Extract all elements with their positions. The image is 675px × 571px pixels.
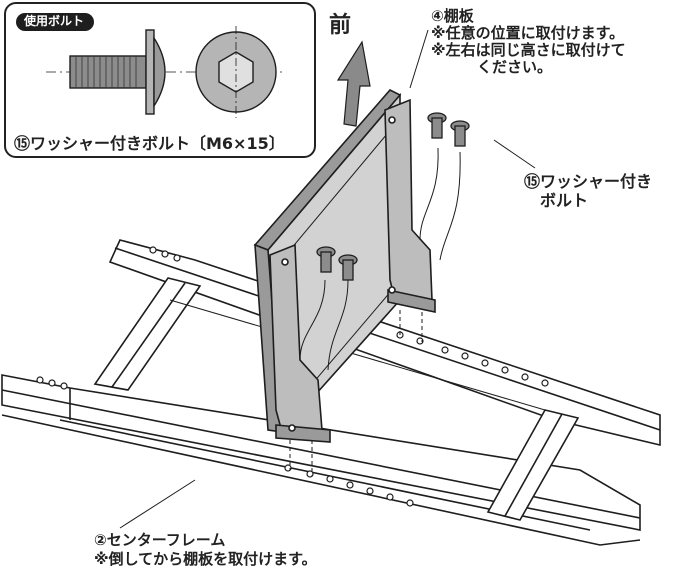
bolt-label-line2: ボルト: [540, 191, 589, 210]
bolt-icon: [338, 254, 358, 281]
ladder-frame: [1, 239, 661, 546]
shelf-label: ④棚板 ※任意の位置に取付けます。 ※左右は同じ高さに取付けて ください。: [431, 8, 626, 76]
bolt-icon: [450, 120, 470, 147]
bolt-caption: ⑮ワッシャー付きボルト〔M6×15〕: [14, 134, 285, 153]
bolt-icons: [316, 112, 470, 281]
shelf-title: ④棚板: [431, 7, 474, 25]
frame-front-edge: [1, 414, 641, 546]
bolt-detail-inset: 使用ボルト ⑮ワッシャー付きボルト〔M6×15〕: [4, 2, 316, 158]
front-direction-label: 前: [329, 13, 352, 38]
bolt-label-line1: ⑮ワッシャー付き: [524, 172, 653, 191]
bolt-icon: [427, 112, 447, 139]
center-frame-label: ②センターフレーム ※倒してから棚板を取付けます。: [94, 531, 317, 568]
alignment-lines: [289, 310, 423, 476]
center-frame-note: ※倒してから棚板を取付けます。: [94, 550, 317, 568]
cross-member-left: [93, 277, 202, 391]
bracket-front: [269, 243, 331, 443]
bolt-icon: [316, 246, 336, 273]
back-rail: [108, 239, 661, 447]
shelf-note-1: ※任意の位置に取付けます。: [431, 24, 625, 42]
shelf-note-2b: ください。: [477, 58, 553, 76]
shelf-note-2a: ※左右は同じ高さに取付けて: [431, 41, 626, 59]
bolt-tag-label: 使用ボルト: [16, 13, 95, 31]
bolt-guide-lines: [299, 147, 461, 371]
center-frame-title: ②センターフレーム: [94, 531, 226, 549]
rail-holes: [36, 246, 549, 507]
leader-lines: [119, 29, 536, 529]
bolt-detail-icon: [46, 26, 286, 118]
bolt-label: ⑮ワッシャー付き ボルト: [524, 172, 652, 210]
front-arrow-icon: [336, 40, 371, 127]
bracket-back: [384, 98, 436, 313]
